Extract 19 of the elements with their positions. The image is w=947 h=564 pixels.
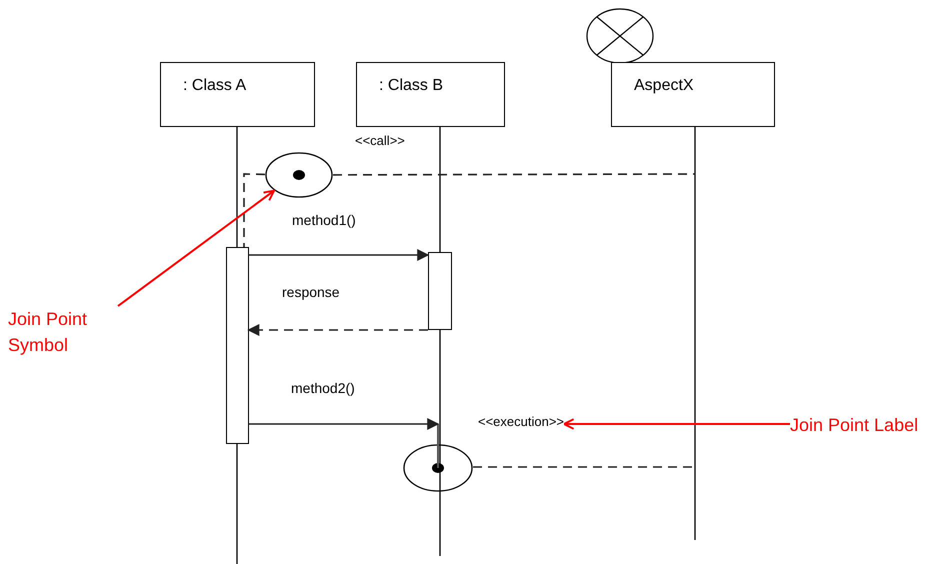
participant-name: : Class B: [379, 77, 444, 95]
join-point-link: [243, 173, 266, 247]
annotation-text: Join Point Label: [790, 412, 945, 438]
join-point-link: [333, 173, 695, 176]
participant-name: AspectX: [634, 77, 694, 95]
edge-label: method1(): [292, 212, 356, 228]
stereotype-label: <<execution>>: [478, 414, 564, 429]
message-arrow: [248, 418, 440, 430]
activation-bar: [226, 247, 248, 444]
leader-arrow: [117, 190, 276, 307]
join-point-link: [473, 466, 695, 468]
message-arrow: [247, 324, 428, 336]
annotation-text: Join Point Symbol: [8, 306, 118, 358]
activation-bar: [428, 252, 452, 330]
participant-name: : Class A: [183, 77, 246, 95]
message-arrow: [248, 249, 430, 261]
stereotype-label: <<call>>: [355, 133, 405, 148]
edge-label: method2(): [291, 380, 355, 396]
leader-arrow: [563, 418, 790, 430]
